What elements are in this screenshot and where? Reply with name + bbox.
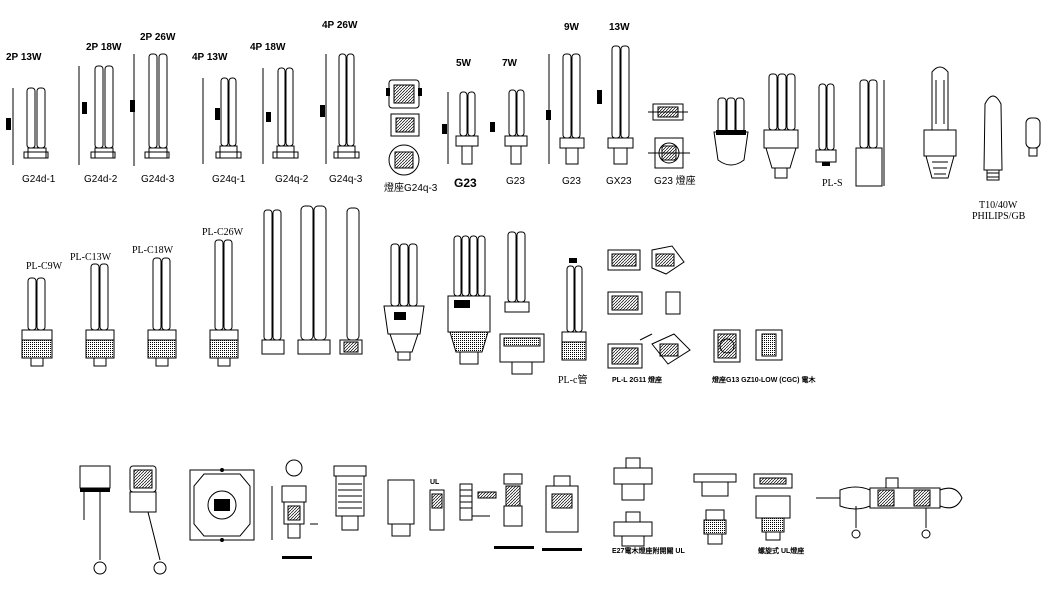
lamp-pl-l-a (261, 209, 285, 355)
lamp-compact-e27-c (923, 66, 957, 179)
lampholder-pullchain-a (79, 465, 111, 575)
label-ul-mark: UL (430, 479, 440, 486)
socket-plain (387, 479, 415, 537)
label-g24q-2: G24q-2 (275, 174, 309, 185)
lamp-pl-s: PL-S (815, 83, 843, 189)
label-pll-socket: PL-L 2G11 燈座 (612, 375, 662, 384)
lamp-pl-c26w: PL-C26W (202, 227, 244, 367)
label-2p-18w: 2P 18W (86, 42, 122, 53)
lamp-g23-5w: 5W G23 (442, 58, 479, 190)
lamp-compact-triple-a (383, 243, 425, 361)
label-4p-13w: 4P 13W (192, 52, 228, 63)
lamp-gx23-13w: 13W GX23 (597, 22, 634, 187)
lamp-g23-9w: 9W G23 (546, 22, 585, 187)
lamp-pl-c-tube: PL-c管 (558, 258, 587, 386)
label-plc18: PL-C18W (132, 245, 174, 256)
label-g23-a: G23 (454, 176, 477, 190)
socket-e27-switch: E27電木燈座附開關 UL (612, 457, 685, 555)
lamp-g24d-3: 2P 26W G24d-3 (130, 32, 176, 185)
label-g23-socket: G23 燈座 (654, 174, 696, 187)
lamp-4pin-long (855, 79, 885, 187)
lamp-g24d-1: 2P 13W G24d-1 (6, 52, 56, 185)
label-t10: T10/40W (979, 200, 1018, 211)
lamp-pl-c13w: PL-C13W (70, 252, 115, 367)
lamp-pl-c18w: PL-C18W (132, 245, 177, 367)
label-gx23: GX23 (606, 176, 632, 187)
lamp-g24d-2: 2P 18W G24d-2 (78, 42, 122, 185)
lamp-pl-c9w: PL-C9W (21, 261, 63, 367)
socket-ul-threaded-b: 螺旋式 UL燈座 (753, 473, 804, 555)
label-g23-b: G23 (506, 176, 525, 187)
label-plc13: PL-C13W (70, 252, 112, 263)
socket-g13-low: 燈座G13 GZ10-LOW (CGC) 電木 (712, 329, 816, 384)
lamp-compact-e27-a (713, 97, 749, 166)
label-pl-s: PL-S (822, 178, 843, 189)
lamp-g23-7w: 7W G23 (490, 58, 528, 187)
socket-g23: G23 燈座 (648, 103, 696, 187)
lamp-pl-l-b (297, 205, 331, 355)
lamp-compact-e27-b (763, 73, 799, 179)
label-plc9: PL-C9W (26, 261, 63, 272)
label-e27-socket: E27電木燈座附開關 UL (612, 546, 685, 555)
label-philips: PHILIPS/GB (972, 211, 1026, 222)
lampholder-pullchain-b (129, 465, 167, 575)
label-9w: 9W (564, 22, 580, 33)
label-g24d-2: G24d-2 (84, 174, 118, 185)
socket-ul-small: UL (429, 479, 445, 531)
socket-e27-threaded (333, 465, 367, 531)
label-2p-13w: 2P 13W (6, 52, 42, 63)
socket-ul-threaded-a (693, 473, 737, 545)
label-2p-26w: 2P 26W (140, 32, 176, 43)
lampholder-side-view (494, 473, 534, 549)
label-4p-26w: 4P 26W (322, 20, 358, 31)
fixture-double-pullchain (816, 477, 963, 539)
lamp-pl-l-c (339, 207, 363, 355)
socket-g24q-3: 燈座G24q-3 (384, 79, 438, 194)
socket-tall (542, 475, 582, 551)
label-plc-tube: PL-c管 (558, 373, 587, 386)
lamp-compact-quad (447, 235, 491, 365)
lamp-double-square-base (499, 231, 545, 375)
label-g24q-3-socket: 燈座G24q-3 (384, 181, 438, 194)
lamp-small-tubular (1025, 117, 1041, 157)
lamp-t10-40w: T10/40W PHILIPS/GB (972, 95, 1026, 222)
label-low-socket: 燈座G13 GZ10-LOW (CGC) 電木 (712, 375, 816, 384)
label-g24q-1: G24q-1 (212, 174, 246, 185)
socket-octagon-ceiling (189, 468, 255, 542)
lamp-g24q-1: 4P 13W G24q-1 (192, 52, 246, 185)
label-ul-socket: 螺旋式 UL燈座 (758, 546, 804, 555)
label-4p-18w: 4P 18W (250, 42, 286, 53)
lampholder-hatched-cable (459, 483, 497, 521)
label-7w: 7W (502, 58, 518, 69)
label-13w: 13W (609, 22, 630, 33)
label-g24q-3: G24q-3 (329, 174, 363, 185)
label-5w: 5W (456, 58, 472, 69)
label-plc26: PL-C26W (202, 227, 244, 238)
socket-pl-l-2g11: PL-L 2G11 燈座 (607, 245, 691, 384)
label-g24d-1: G24d-1 (22, 174, 56, 185)
lamp-g24q-2: 4P 18W G24q-2 (250, 42, 309, 185)
label-g24d-3: G24d-3 (141, 174, 175, 185)
socket-round-top (271, 459, 318, 559)
label-g23-c: G23 (562, 176, 581, 187)
lamp-g24q-3: 4P 26W G24q-3 (320, 20, 363, 185)
